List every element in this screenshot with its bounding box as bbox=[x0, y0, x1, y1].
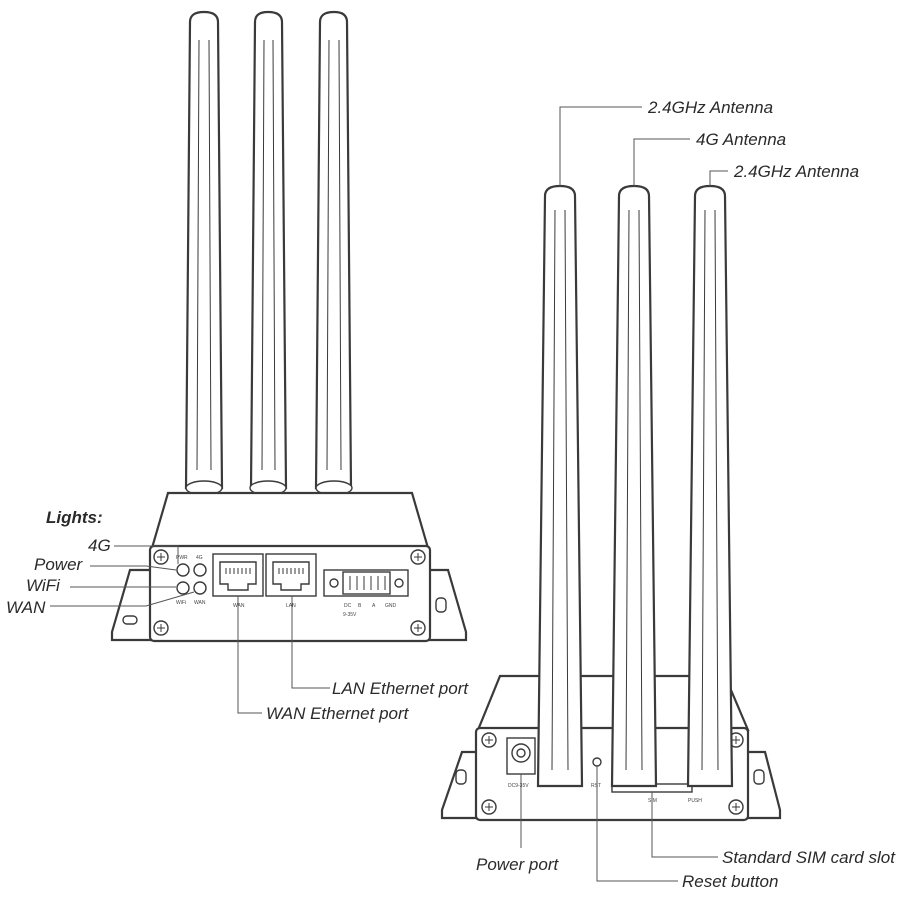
terminal-block: DC B A GND 9-35V bbox=[323, 569, 409, 618]
rear-antenna-1 bbox=[536, 184, 584, 788]
lan-ethernet-port: LAN bbox=[265, 553, 317, 609]
wan-port-label: WAN Ethernet port bbox=[266, 704, 410, 723]
front-antenna-3 bbox=[314, 10, 353, 496]
antenna-label-middle: 4G Antenna bbox=[696, 130, 786, 149]
svg-text:WAN: WAN bbox=[233, 603, 245, 609]
svg-text:4G: 4G bbox=[196, 555, 203, 561]
light-label-wan: WAN bbox=[6, 598, 46, 617]
light-label-wifi: WiFi bbox=[26, 576, 61, 595]
rear-antenna-2 bbox=[610, 184, 658, 788]
light-label-4g: 4G bbox=[88, 536, 111, 555]
lan-port-label: LAN Ethernet port bbox=[332, 679, 469, 698]
rear-bracket-right bbox=[743, 750, 782, 820]
lights-heading: Lights: bbox=[46, 508, 103, 527]
svg-text:PUSH: PUSH bbox=[688, 798, 702, 804]
front-antenna-2 bbox=[249, 10, 288, 496]
light-label-power: Power bbox=[34, 555, 84, 574]
rear-antenna-3 bbox=[686, 184, 734, 788]
svg-text:GND: GND bbox=[385, 603, 397, 609]
antenna-label-left: 2.4GHz Antenna bbox=[647, 98, 773, 117]
wan-ethernet-port: WAN bbox=[212, 553, 264, 609]
antenna-label-right: 2.4GHz Antenna bbox=[733, 162, 859, 181]
front-bracket-left bbox=[110, 568, 154, 642]
svg-text:B: B bbox=[358, 603, 362, 609]
svg-text:WAN: WAN bbox=[194, 600, 206, 606]
svg-text:9-35V: 9-35V bbox=[343, 612, 357, 618]
svg-text:WiFi: WiFi bbox=[176, 600, 186, 606]
svg-text:DC: DC bbox=[344, 603, 352, 609]
svg-text:LAN: LAN bbox=[286, 603, 296, 609]
sim-slot-label: Standard SIM card slot bbox=[722, 848, 896, 867]
front-bracket-right bbox=[426, 568, 468, 642]
screw-icon bbox=[153, 549, 426, 636]
svg-text:RST: RST bbox=[591, 783, 601, 789]
svg-text:DC9-35V: DC9-35V bbox=[508, 783, 529, 789]
power-port: DC9-35V bbox=[506, 737, 536, 789]
rear-router: DC9-35V RST SIM PUSH bbox=[440, 184, 782, 822]
svg-text:A: A bbox=[372, 603, 376, 609]
front-antenna-1 bbox=[184, 10, 224, 496]
power-port-label: Power port bbox=[476, 855, 559, 874]
reset-button-label: Reset button bbox=[682, 872, 778, 891]
svg-text:PWR: PWR bbox=[176, 555, 188, 561]
leader-line bbox=[114, 545, 179, 564]
front-router: PWR 4G WiFi WAN WAN LAN DC B A bbox=[110, 10, 468, 643]
led-indicators: PWR 4G WiFi WAN bbox=[176, 555, 207, 606]
